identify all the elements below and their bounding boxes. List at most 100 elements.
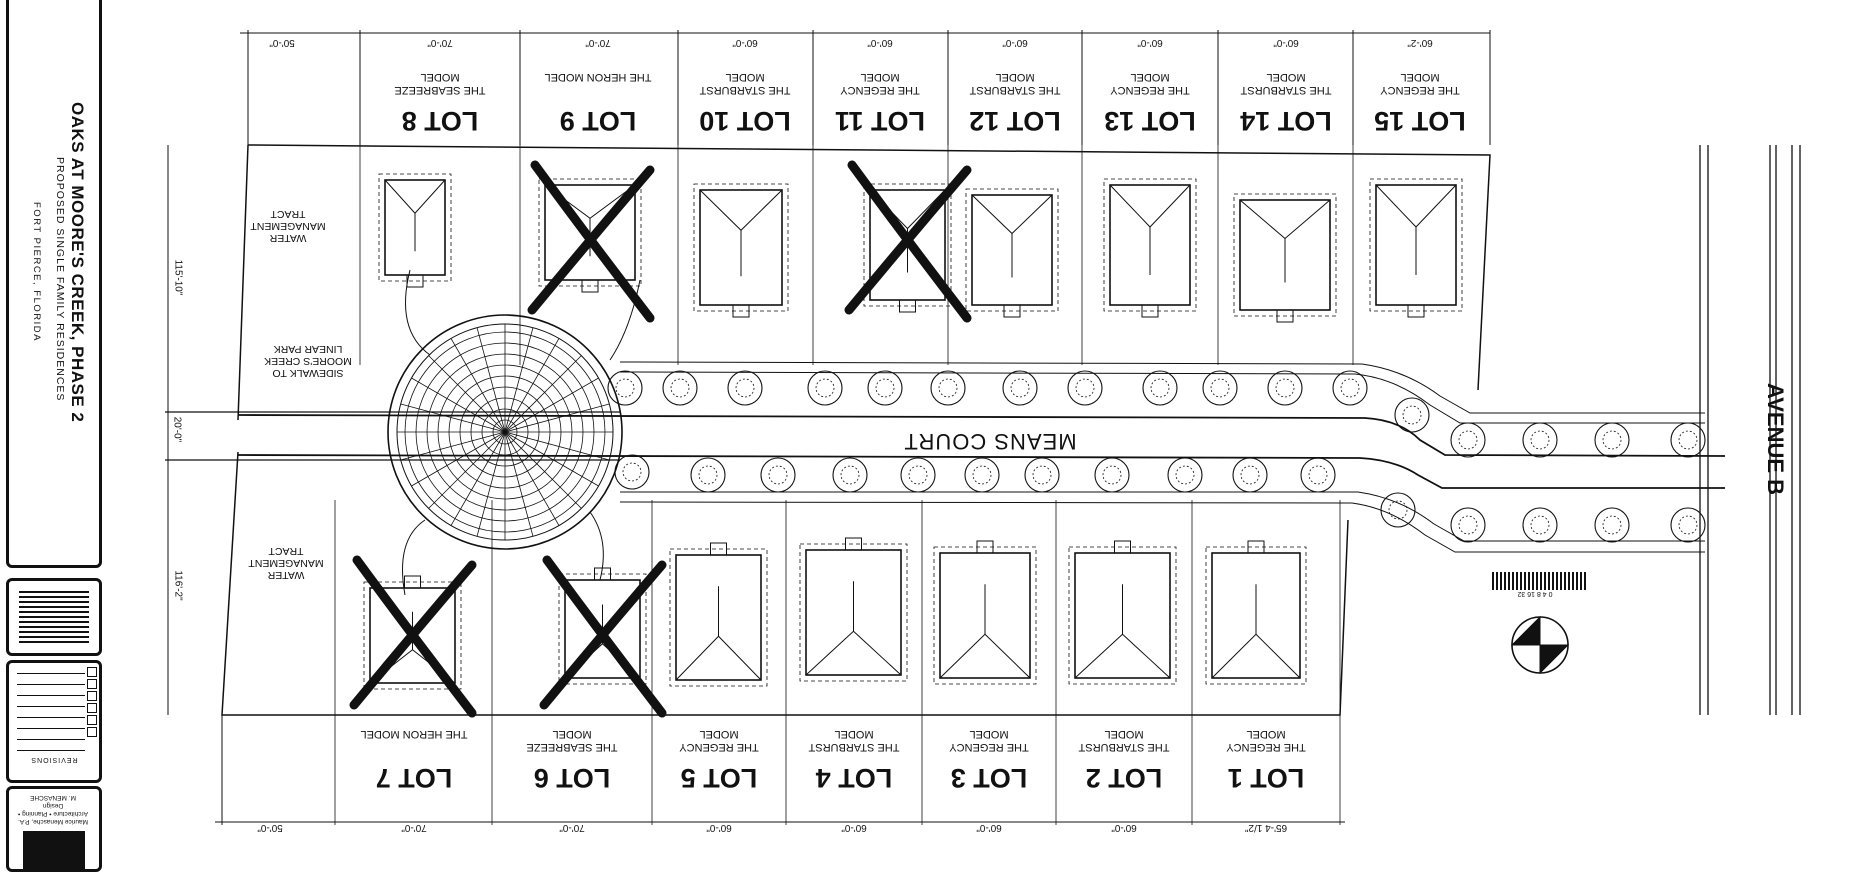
tree-canopy: [615, 378, 635, 398]
tree-canopy: [1175, 465, 1195, 485]
tree-canopy: [768, 465, 788, 485]
tree: [930, 370, 966, 406]
tree-canopy: [1340, 378, 1360, 398]
scale-bar-tick: [1508, 572, 1510, 590]
south-end-width: 50'-0": [257, 822, 283, 833]
tree: [964, 457, 1000, 493]
cul-de-sac-spoke: [504, 403, 610, 433]
south-model-name: THE HERON MODEL: [360, 728, 468, 740]
revisions-block: REVISIONS: [6, 660, 102, 783]
house-footprint: [1205, 540, 1307, 685]
tree: [807, 370, 843, 406]
driveway-lot-8: [405, 269, 431, 356]
firm-block: Maurice Menasche, P.A. Architecture • Pl…: [6, 786, 102, 872]
north-lot-number: LOT 15: [1374, 106, 1466, 136]
house-footprint: [693, 183, 789, 318]
tree: [1380, 492, 1416, 528]
house-footprint: [1233, 193, 1337, 323]
north-west-boundary: [237, 144, 249, 421]
project-location: FORT PIERCE, FLORIDA: [31, 202, 42, 342]
south-lot-width: 65'-4 1/2": [1244, 822, 1288, 833]
north-lot-number: LOT 12: [969, 106, 1061, 136]
scale-bar-tick: [1496, 572, 1498, 590]
scale-bar-tick: [1516, 572, 1518, 590]
tree-canopy: [1150, 378, 1170, 398]
firm-info: Maurice Menasche, P.A. Architecture • Pl…: [11, 793, 95, 825]
south-lot-number: LOT 1: [1227, 763, 1305, 793]
house-footprint: [1369, 178, 1463, 318]
cul-de-sac-spoke: [428, 431, 506, 509]
street-name: MEANS COURT: [903, 429, 1077, 454]
north-model-name: THE REGENCY MODEL: [1110, 71, 1190, 96]
cul-de-sac-spoke: [400, 403, 506, 433]
tree-canopy: [1075, 378, 1095, 398]
south-lot-number: LOT 7: [375, 763, 453, 793]
sidewalk-note: SIDEWALK TO MOORE'S CREEK LINEAR PARK: [264, 343, 352, 379]
cul-de-sac-spoke: [504, 377, 599, 433]
south-lot-number: LOT 3: [950, 763, 1028, 793]
south-lot-width: 60'-0": [1111, 822, 1137, 833]
tree-canopy: [815, 378, 835, 398]
cul-de-sac-spoke: [504, 327, 534, 433]
north-lot-width: 60'-2": [1407, 37, 1433, 48]
cul-de-sac-spoke: [504, 431, 599, 487]
tree: [1594, 422, 1630, 458]
cul-de-sac-spoke: [476, 431, 506, 537]
tree: [1232, 457, 1268, 493]
tree: [1067, 370, 1103, 406]
tree-canopy: [908, 465, 928, 485]
cul-de-sac-spoke: [411, 431, 506, 487]
tree-canopy: [1388, 500, 1408, 520]
south-lot-number: LOT 5: [680, 763, 758, 793]
cul-de-sac-spoke: [400, 431, 506, 461]
tree: [867, 370, 903, 406]
project-subtitle: PROPOSED SINGLE FAMILY RESIDENCES: [54, 157, 66, 402]
cul-de-sac-spoke: [504, 355, 582, 433]
tree: [1450, 507, 1486, 543]
scale-bar-tick: [1564, 572, 1566, 590]
tree-canopy: [1010, 378, 1030, 398]
tree-canopy: [1308, 465, 1328, 485]
scale-bar-tick: [1580, 572, 1582, 590]
north-lot-width: 60'-0": [1002, 37, 1028, 48]
scale-numbers: 0 4 8 16 32: [1517, 590, 1553, 597]
north-lot-number: LOT 14: [1240, 106, 1332, 136]
scale-bar-tick: [1532, 572, 1534, 590]
firm-tagline: Architecture • Planning • Design: [18, 802, 88, 817]
tree-canopy: [1402, 405, 1422, 425]
cul-de-sac-spoke: [504, 431, 610, 461]
seal-block: [6, 578, 102, 656]
tree-canopy: [735, 378, 755, 398]
tree: [607, 370, 643, 406]
south-lot-width: 60'-0": [841, 822, 867, 833]
tree-canopy: [1240, 465, 1260, 485]
tree-canopy: [670, 378, 690, 398]
north-lot-number: LOT 8: [401, 106, 479, 136]
north-lot-number: LOT 9: [559, 106, 637, 136]
tree: [1670, 422, 1706, 458]
scale-bar-tick: [1576, 572, 1578, 590]
revisions-label: REVISIONS: [30, 756, 78, 763]
tree-canopy: [1458, 515, 1478, 535]
north-lot-width: 70'-0": [427, 37, 453, 48]
north-arrow-fill: [1510, 615, 1541, 646]
cul-de-sac-spoke: [504, 338, 560, 433]
south-model-name: THE SEABREEZE MODEL: [526, 728, 618, 753]
north-lot-width: 60'-0": [732, 37, 758, 48]
tree-canopy: [698, 465, 718, 485]
scale-bar-tick: [1552, 572, 1554, 590]
north-tract-label: WATER MANAGEMENT TRACT: [250, 208, 326, 244]
street-edge-south: [237, 454, 1725, 489]
scale-bar-tick: [1568, 572, 1570, 590]
south-lot-boundary: [221, 451, 1349, 716]
cul-de-sac-spoke: [428, 355, 506, 433]
south-lot-number: LOT 2: [1085, 763, 1163, 793]
scale-bar-tick: [1512, 572, 1514, 590]
south-tract-label: WATER MANAGEMENT TRACT: [248, 545, 324, 581]
tree-canopy: [1210, 378, 1230, 398]
tree: [760, 457, 796, 493]
lot-removed-x-mark: [527, 160, 655, 323]
driveway-lot-6: [589, 511, 604, 581]
driveway-lot-9: [609, 279, 641, 361]
cul-de-sac-spoke: [450, 338, 506, 433]
